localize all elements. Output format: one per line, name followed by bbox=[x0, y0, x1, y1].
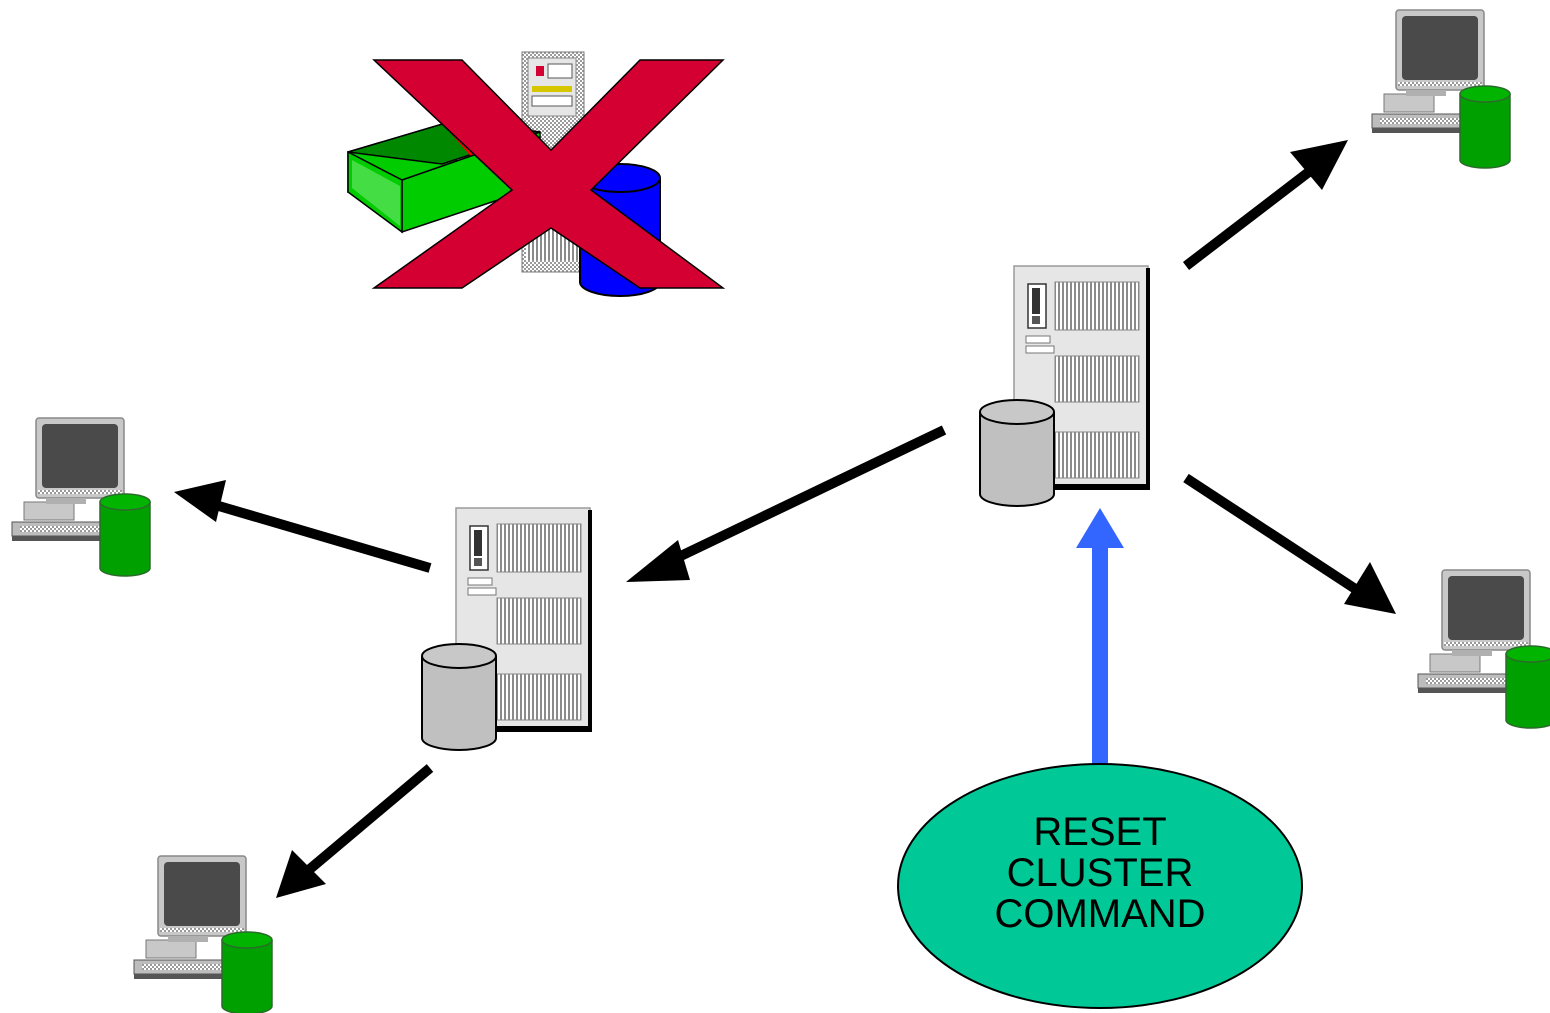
workstation-icon bbox=[1417, 569, 1550, 729]
workstation-icon bbox=[11, 417, 151, 577]
arrow bbox=[1182, 140, 1348, 270]
command-oval bbox=[897, 763, 1303, 1009]
command-label: RESET CLUSTER COMMAND bbox=[994, 810, 1206, 936]
command-arrow bbox=[1076, 508, 1124, 768]
workstation-icon bbox=[133, 855, 273, 1013]
workstation-icon bbox=[1371, 9, 1511, 169]
arrow bbox=[174, 480, 432, 573]
arrow bbox=[1183, 473, 1396, 614]
arrow bbox=[276, 764, 434, 898]
server-icon bbox=[421, 507, 593, 751]
server-icon bbox=[979, 265, 1151, 507]
arrow bbox=[626, 425, 947, 582]
red-x-icon bbox=[371, 59, 726, 289]
